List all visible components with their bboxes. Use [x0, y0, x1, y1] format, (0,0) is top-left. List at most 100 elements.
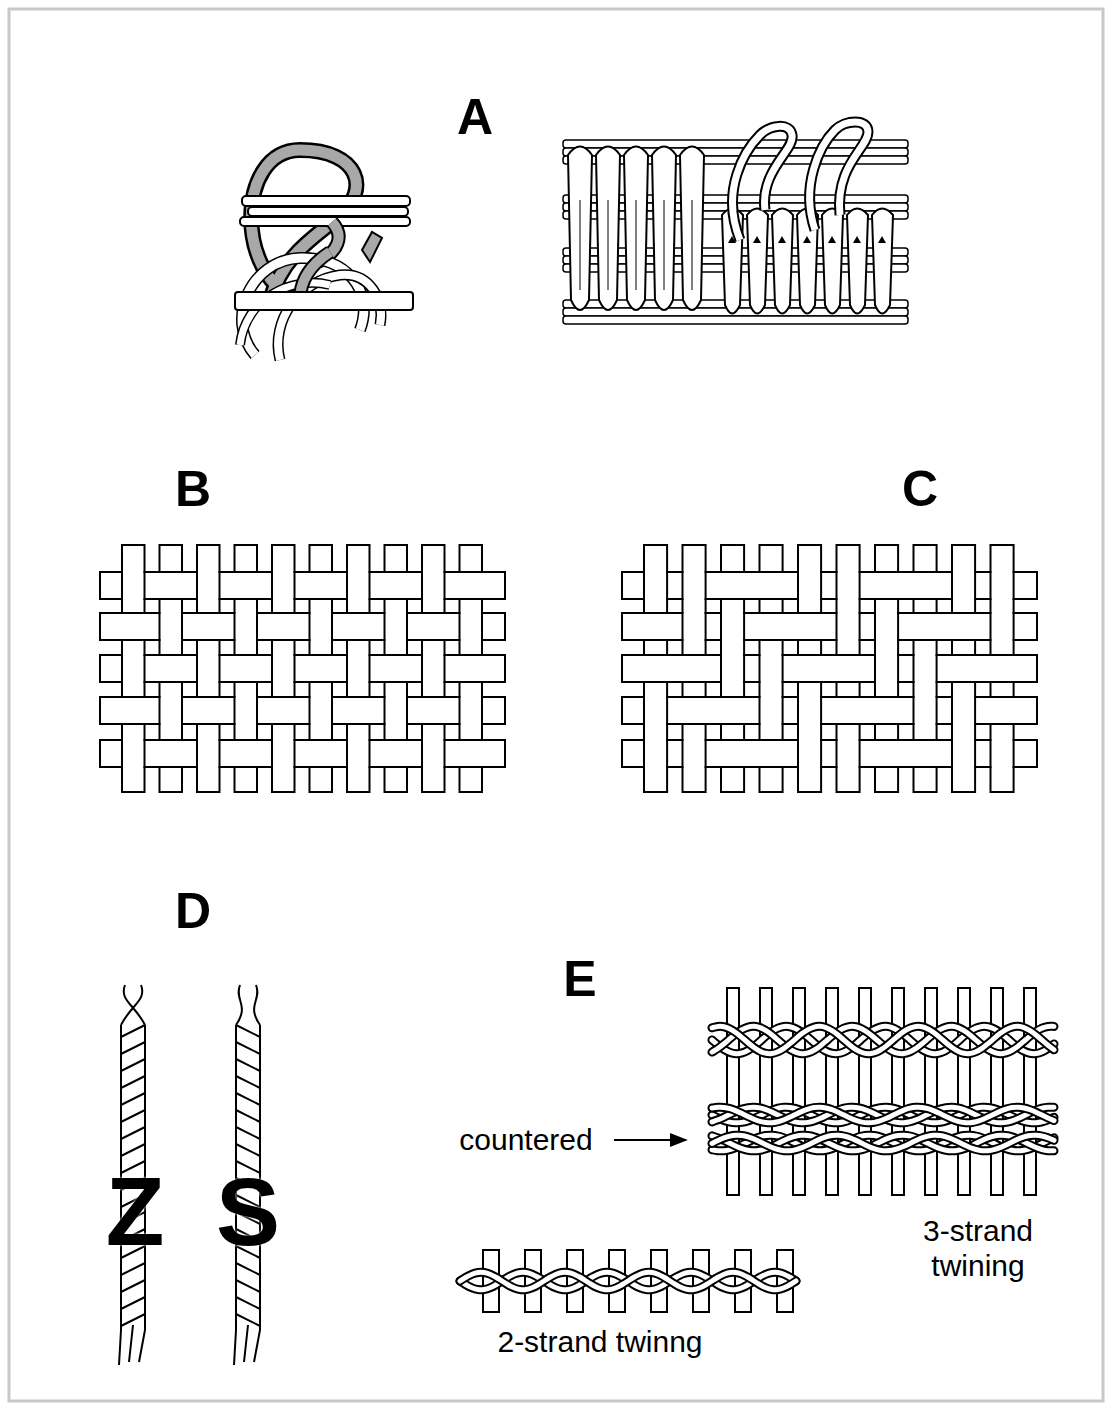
- warp-edge: [121, 739, 123, 768]
- warp-edge: [1013, 739, 1015, 768]
- weft-strand: [460, 1272, 796, 1289]
- warp-edge: [219, 571, 221, 600]
- warp-over: [311, 612, 332, 641]
- stitch: [596, 147, 620, 311]
- loose-stitch: [810, 122, 868, 230]
- warp-edge: [369, 739, 371, 768]
- weft-strip: [100, 655, 505, 682]
- warp-edge: [256, 612, 258, 641]
- warp-edge: [682, 739, 684, 768]
- weft-strand: [712, 1026, 1054, 1053]
- warp-edge: [181, 612, 183, 641]
- weft-strip: [622, 613, 1037, 640]
- warp-edge: [444, 571, 446, 600]
- weft-strip: [622, 572, 1037, 599]
- stitch-hole: [828, 236, 836, 243]
- warp-edge: [444, 739, 446, 768]
- warp-edge: [159, 696, 161, 725]
- warp-stake: [892, 988, 904, 1195]
- weft-strip: [100, 572, 505, 599]
- plain-weave: [100, 545, 505, 792]
- stitch-detail: [608, 200, 609, 290]
- warp-over: [348, 739, 369, 768]
- weft-strand: [712, 1135, 1054, 1151]
- warp-edge: [797, 696, 799, 725]
- warp-edge: [346, 739, 348, 768]
- warp-over: [992, 571, 1013, 600]
- warp-edge: [990, 612, 992, 641]
- warp-edge: [271, 571, 273, 600]
- weft-strand: [712, 1107, 1054, 1123]
- weft-strand: [460, 1272, 796, 1289]
- warp-edge: [859, 612, 861, 641]
- warp-over: [123, 571, 144, 600]
- warp-edge: [459, 612, 461, 641]
- warp-edge: [121, 654, 123, 683]
- stitch: [680, 147, 704, 311]
- twist-letter: S: [216, 1157, 280, 1267]
- warp-over: [273, 739, 294, 768]
- warp-edge: [294, 571, 296, 600]
- twist-letter: Z: [106, 1157, 165, 1267]
- warp-stake: [1024, 988, 1036, 1195]
- ply-line: [236, 1110, 260, 1122]
- stitch: [624, 147, 648, 311]
- ply-line: [121, 1076, 145, 1088]
- warp-strip: [197, 545, 220, 792]
- warp-edge: [1013, 571, 1015, 600]
- warp-edge: [705, 571, 707, 600]
- warp-over: [684, 612, 705, 641]
- frayed-end: [124, 985, 145, 1025]
- warp-edge: [196, 654, 198, 683]
- warp-edge: [759, 654, 761, 683]
- warp-strip: [272, 545, 295, 792]
- weft-strand: [712, 1026, 1054, 1053]
- warp-over: [273, 654, 294, 683]
- stitch-hole: [753, 236, 761, 243]
- stitch-hole: [853, 236, 861, 243]
- warp-stake: [925, 988, 937, 1195]
- stitch-detail: [636, 200, 637, 290]
- warp-edge: [643, 696, 645, 725]
- ply-line: [236, 1144, 260, 1156]
- stitch-detail: [580, 200, 581, 290]
- warp-edge: [797, 739, 799, 768]
- warp-over: [953, 696, 974, 725]
- weft-strip: [622, 655, 1037, 682]
- panel-letter: E: [563, 951, 596, 1009]
- weft-strand: [712, 1026, 1054, 1053]
- ply-line: [121, 1280, 145, 1292]
- ply-line: [121, 1093, 145, 1105]
- warp-edge: [481, 612, 483, 641]
- stitch: [822, 209, 843, 314]
- warp-over: [799, 571, 820, 600]
- warp-edge: [271, 739, 273, 768]
- warp-edge: [406, 696, 408, 725]
- two-strand-twining: [460, 1250, 796, 1312]
- weft-strand: [712, 1135, 1054, 1151]
- stitch-hole: [778, 236, 786, 243]
- warp-over: [461, 696, 482, 725]
- ply-line: [236, 1297, 260, 1309]
- frayed-end: [119, 1325, 145, 1365]
- stitch-hole: [803, 236, 811, 243]
- warp-over: [461, 612, 482, 641]
- stitch-detail: [664, 200, 665, 290]
- warp-edge: [459, 696, 461, 725]
- warp-edge: [121, 571, 123, 600]
- weft-strand: [712, 1026, 1054, 1053]
- warp-over: [684, 739, 705, 768]
- panel-letter: C: [902, 461, 938, 519]
- warp-over: [684, 571, 705, 600]
- warp-over: [386, 696, 407, 725]
- ply-line: [121, 1297, 145, 1309]
- warp-edge: [874, 654, 876, 683]
- warp-edge: [936, 696, 938, 725]
- warp-over: [311, 696, 332, 725]
- weft-strand: [712, 1135, 1054, 1151]
- frayed-end: [254, 985, 260, 1025]
- warp-over: [761, 696, 782, 725]
- warp-over: [645, 696, 666, 725]
- warp-edge: [974, 739, 976, 768]
